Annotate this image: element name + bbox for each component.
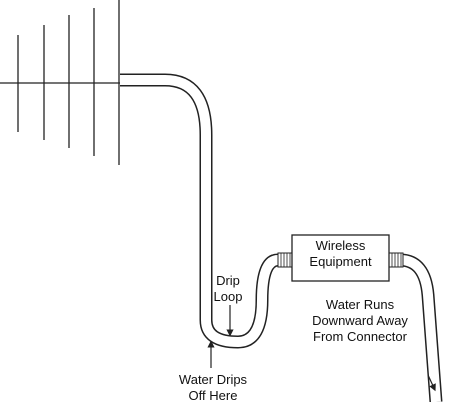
equipment-label: Wireless Equipment bbox=[292, 238, 389, 270]
drip-loop-label: Drip Loop bbox=[203, 273, 253, 305]
water-runs-label: Water Runs Downward Away From Connector bbox=[300, 297, 420, 345]
water-drips-label: Water Drips Off Here bbox=[163, 372, 263, 404]
drip-loop-line2: Loop bbox=[213, 289, 243, 304]
water-runs-arrow bbox=[427, 374, 436, 392]
water-drips-line2: Off Here bbox=[188, 388, 238, 403]
equipment-box bbox=[291, 234, 390, 282]
cable-to-equipment bbox=[120, 73, 280, 349]
right-connector bbox=[388, 252, 404, 268]
drip-loop-line1: Drip bbox=[216, 273, 240, 288]
water-runs-line3: From Connector bbox=[313, 329, 407, 344]
water-drips-line1: Water Drips bbox=[178, 372, 248, 387]
water-runs-line2: Downward Away bbox=[312, 313, 408, 328]
equipment-label-line2: Equipment bbox=[309, 254, 372, 269]
equipment-label-line1: Wireless bbox=[315, 238, 366, 253]
left-connector bbox=[277, 252, 293, 268]
antenna-icon bbox=[0, 0, 120, 165]
water-runs-line1: Water Runs bbox=[325, 297, 395, 312]
